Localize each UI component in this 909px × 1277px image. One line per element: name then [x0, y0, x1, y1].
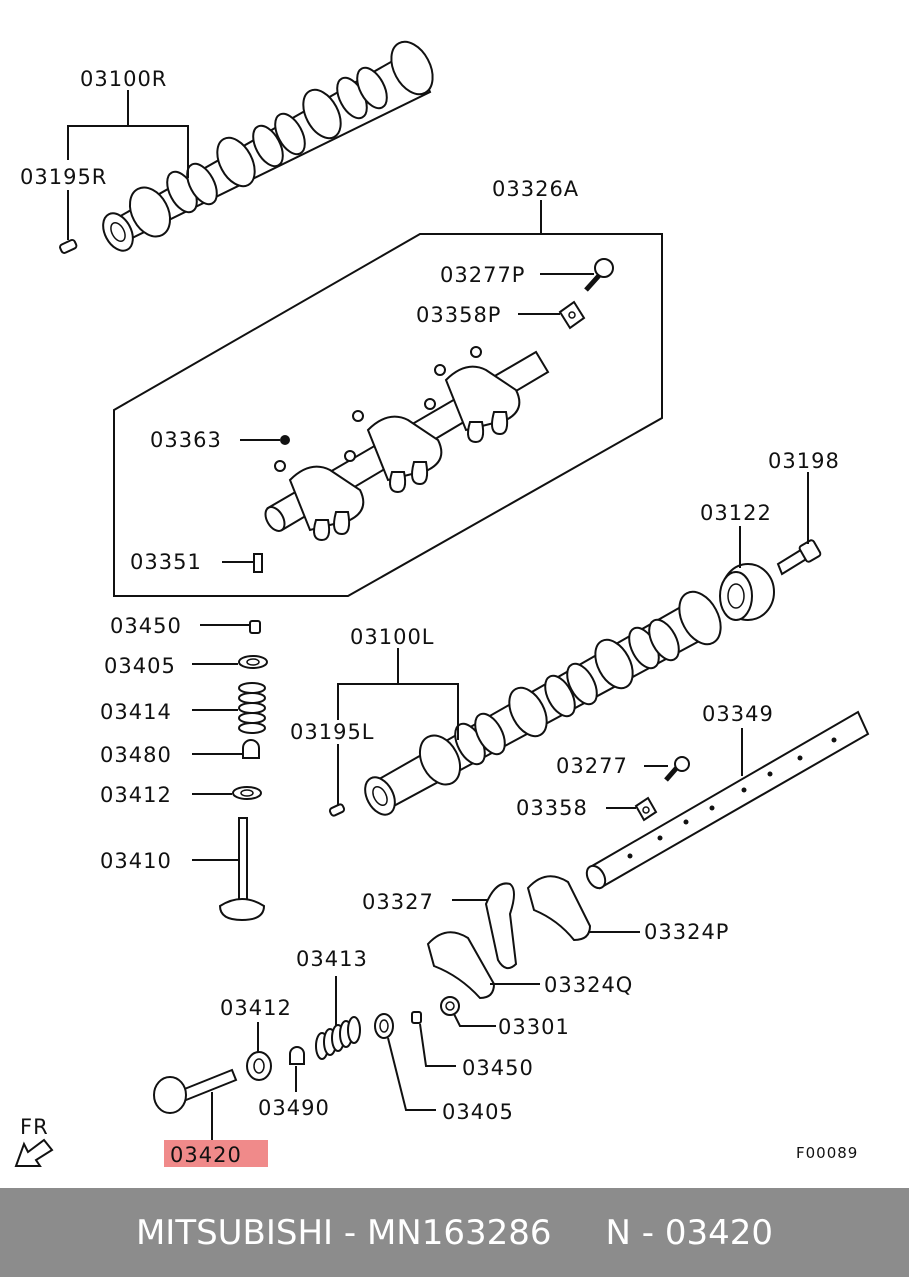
label-03480[interactable]: 03480 [100, 743, 172, 767]
label-03410[interactable]: 03410 [100, 849, 172, 873]
label-03277[interactable]: 03277 [556, 754, 628, 778]
label-03324Q[interactable]: 03324Q [544, 973, 633, 997]
label-03450-lower[interactable]: 03450 [462, 1056, 534, 1080]
camshaft-right[interactable] [97, 35, 441, 256]
stem-seal-03480[interactable] [242, 739, 260, 759]
pin-03351[interactable] [253, 553, 263, 573]
label-03351[interactable]: 03351 [130, 550, 202, 574]
sprocket-hub-03122[interactable] [719, 563, 775, 621]
washer-03358[interactable] [634, 796, 658, 822]
retainer-03405-lower[interactable] [374, 1013, 394, 1039]
label-03195L[interactable]: 03195L [290, 720, 375, 744]
label-03349[interactable]: 03349 [702, 702, 774, 726]
spring-seat-03412-lower[interactable] [246, 1051, 272, 1081]
label-03405-upper[interactable]: 03405 [104, 654, 176, 678]
rocker-arm-03327[interactable] [484, 882, 518, 970]
footer-text: MITSUBISHI - MN163286 N - 03420 [135, 1212, 774, 1253]
label-03198[interactable]: 03198 [768, 449, 840, 473]
rocker-assembly-outline [113, 233, 663, 597]
label-03100R[interactable]: 03100R [80, 67, 167, 91]
dowel-pin-right[interactable] [59, 238, 78, 254]
figure-code: F00089 [796, 1144, 858, 1162]
part-number-footer: MITSUBISHI - MN163286 N - 03420 [0, 1188, 909, 1277]
direction-label: FR [20, 1115, 49, 1139]
rocker-arm-03324p[interactable] [526, 875, 592, 942]
camshaft-left[interactable] [359, 585, 729, 820]
label-03327[interactable]: 03327 [362, 890, 434, 914]
bolt-03277p[interactable] [584, 258, 614, 292]
bolt-03198[interactable] [776, 539, 822, 576]
bolt-03277[interactable] [664, 756, 690, 782]
label-03100L[interactable]: 03100L [350, 625, 435, 649]
label-03405-lower[interactable]: 03405 [442, 1100, 514, 1124]
rocker-arm-03324q[interactable] [426, 931, 496, 1000]
label-03326A[interactable]: 03326A [492, 177, 579, 201]
valve-03420[interactable] [153, 1068, 238, 1114]
label-03277P[interactable]: 03277P [440, 263, 525, 287]
label-03420[interactable]: 03420 [170, 1143, 242, 1167]
dowel-pin-left[interactable] [328, 803, 346, 817]
label-03122[interactable]: 03122 [700, 501, 772, 525]
valve-spring-03413[interactable] [315, 1016, 361, 1060]
front-arrow-icon [14, 1138, 54, 1167]
label-03490[interactable]: 03490 [258, 1096, 330, 1120]
part-labels: 03100R 03195R 03326A 03277P 03358P 03363… [20, 67, 840, 1167]
spring-seat-03412-upper[interactable] [232, 786, 262, 800]
selected-part-highlight [164, 1140, 268, 1167]
adjuster-03301[interactable] [440, 996, 460, 1016]
cotter-03450-lower[interactable] [411, 1011, 422, 1024]
label-03324P[interactable]: 03324P [644, 920, 729, 944]
leader-lines [67, 90, 809, 1140]
label-03450-upper[interactable]: 03450 [110, 614, 182, 638]
cotter-03450-upper[interactable] [249, 620, 261, 634]
stem-seal-03490[interactable] [289, 1046, 305, 1065]
label-03358[interactable]: 03358 [516, 796, 588, 820]
label-03412-lower[interactable]: 03412 [220, 996, 292, 1020]
label-03413[interactable]: 03413 [296, 947, 368, 971]
washer-03358p[interactable] [558, 300, 586, 330]
rocker-shaft-assembly[interactable] [262, 346, 550, 542]
valve-03410[interactable] [218, 817, 266, 922]
label-03363[interactable]: 03363 [150, 428, 222, 452]
label-03414[interactable]: 03414 [100, 700, 172, 724]
rocker-shaft-03349[interactable] [583, 710, 870, 891]
nut-03363[interactable] [280, 435, 290, 445]
retainer-03405-upper[interactable] [238, 655, 268, 669]
label-03301[interactable]: 03301 [498, 1015, 570, 1039]
label-03195R[interactable]: 03195R [20, 165, 107, 189]
valve-spring-03414[interactable] [238, 682, 266, 734]
label-03412-upper[interactable]: 03412 [100, 783, 172, 807]
label-03358P[interactable]: 03358P [416, 303, 501, 327]
exploded-parts-diagram: 03100R 03195R 03326A 03277P 03358P 03363… [14, 35, 870, 1167]
